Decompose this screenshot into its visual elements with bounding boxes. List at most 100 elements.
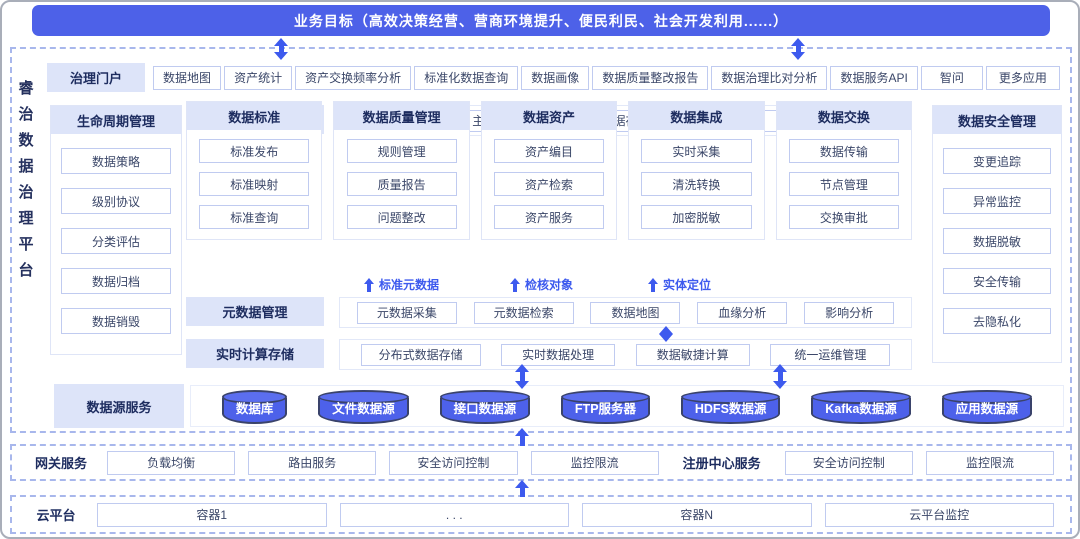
cloud-item: 容器N [582,502,812,527]
datasource-item: 接口数据源 [453,401,517,416]
security-item: 数据脱敏 [943,228,1051,254]
database-icon: 文件数据源 [318,390,409,424]
portal-item: 数据质量整改报告 [592,65,709,90]
security-item: 去隐私化 [943,308,1051,334]
column-label: 数据交换 [776,102,912,130]
database-icon: HDFS数据源 [680,390,781,424]
column-data-asset: 数据资产 资产编目 资产检索 资产服务 [480,101,618,240]
gateway-box: 网关服务 负载均衡 路由服务 安全访问控制 监控限流 注册中心服务 安全访问控制… [10,444,1072,481]
security-card: 数据安全管理 变更追踪 异常监控 数据脱敏 安全传输 去隐私化 [932,105,1062,363]
column-item: 交换审批 [788,205,899,229]
portal-item: 标准化数据查询 [414,65,519,90]
up-arrow-icon [514,428,530,446]
lifecycle-item: 分类评估 [61,228,171,254]
gateway-item: 监控限流 [530,450,659,475]
gateway-label: 网关服务 [34,456,87,471]
column-label: 数据标准 [187,102,322,130]
note-check-object: 检核对象 [510,276,573,293]
portal-item: 资产交换频率分析 [295,65,412,90]
lifecycle-item: 数据归档 [61,268,171,294]
portal-item: 数据画像 [521,65,590,90]
realtime-item: 统一运维管理 [770,343,891,366]
column-item: 节点管理 [788,172,899,196]
column-item: 加密脱敏 [641,205,752,229]
column-item: 资产服务 [493,205,605,229]
column-item: 数据传输 [788,139,899,163]
note-label: 实体定位 [663,278,712,292]
database-icon: 接口数据源 [439,390,531,424]
lifecycle-item: 数据销毁 [61,308,171,334]
datasource-item: Kafka数据源 [825,401,897,416]
gateway-item: 路由服务 [248,450,377,475]
metadata-item: 元数据采集 [356,301,457,324]
realtime-label: 实时计算存储 [186,339,324,368]
portal-row: 数据地图 资产统计 资产交换频率分析 标准化数据查询 数据画像 数据质量整改报告… [149,61,1064,94]
registry-label: 注册中心服务 [682,456,761,471]
registry-item: 监控限流 [925,450,1055,475]
column-data-exchange: 数据交换 数据传输 节点管理 交换审批 [775,101,913,240]
lifecycle-label: 生命周期管理 [51,106,181,134]
column-data-quality: 数据质量管理 规则管理 质量报告 问题整改 [333,101,470,240]
note-label: 检核对象 [525,278,574,292]
column-item: 资产检索 [493,172,605,196]
double-arrow-icon [273,38,289,60]
up-arrow-icon [648,277,658,292]
up-arrow-icon [514,480,530,497]
lifecycle-item: 数据策略 [61,148,171,174]
security-item: 异常监控 [943,188,1051,214]
datasource-item: FTP服务器 [574,401,637,416]
cloud-item: 云平台监控 [824,502,1054,527]
metadata-item: 血缘分析 [697,301,788,324]
column-item: 质量报告 [346,172,457,196]
metadata-item: 元数据检索 [473,301,574,324]
lifecycle-item: 级别协议 [61,188,171,214]
note-label: 标准元数据 [379,278,440,292]
business-goal-banner: 业务目标（高效决策经营、营商环境提升、便民利民、社会开发利用......） [32,5,1050,36]
database-icon: 数据库 [221,390,288,424]
column-item: 规则管理 [346,139,457,163]
portal-item: 更多应用 [985,65,1060,90]
security-item: 变更追踪 [943,148,1051,174]
datasource-label: 数据源服务 [54,384,184,428]
column-label: 数据集成 [629,102,764,130]
datasource-item: HDFS数据源 [694,401,767,416]
security-label: 数据安全管理 [933,106,1061,134]
datasource-item: 文件数据源 [332,401,395,416]
database-icon: Kafka数据源 [811,390,911,424]
cloud-box: 云平台 容器1 . . . 容器N 云平台监控 [10,495,1072,534]
database-icon: 应用数据源 [941,390,1033,424]
portal-item: 智问 [920,65,983,90]
portal-item: 数据地图 [153,65,222,90]
up-arrow-icon [364,277,374,292]
column-data-integration: 数据集成 实时采集 清洗转换 加密脱敏 [628,101,765,240]
portal-item: 数据服务API [830,65,918,90]
column-label: 数据资产 [481,102,617,130]
gateway-item: 安全访问控制 [389,450,518,475]
column-item: 标准查询 [199,205,310,229]
column-label: 数据质量管理 [334,102,469,130]
metadata-row: 元数据采集 元数据检索 数据地图 血缘分析 影响分析 [339,297,912,328]
column-item: 标准映射 [199,172,310,196]
datasource-item: 应用数据源 [955,401,1019,416]
datasource-item: 数据库 [235,401,274,416]
note-entity-locate: 实体定位 [648,276,711,293]
metadata-item: 数据地图 [590,301,681,324]
registry-item: 安全访问控制 [784,450,913,475]
double-arrow-icon [790,38,806,60]
cloud-label: 云平台 [36,508,76,523]
cloud-item: 容器1 [97,502,327,527]
double-arrow-icon [514,364,530,389]
metadata-item: 影响分析 [804,301,895,324]
realtime-row: 分布式数据存储 实时数据处理 数据敏捷计算 统一运维管理 [339,339,912,370]
realtime-item: 数据敏捷计算 [635,343,750,366]
column-item: 资产编目 [493,139,605,163]
portal-item: 数据治理比对分析 [711,65,828,90]
module-columns: 数据标准 标准发布 标准映射 标准查询 数据质量管理 规则管理 质量报告 问题整… [186,101,913,240]
double-arrow-icon [772,364,788,389]
column-item: 清洗转换 [641,172,752,196]
gateway-item: 负载均衡 [107,450,236,475]
lifecycle-card: 生命周期管理 数据策略 级别协议 分类评估 数据归档 数据销毁 [50,105,182,355]
datasource-row: 数据库 文件数据源 接口数据源 FTP服务器 HDFS数据源 Kafka数据源 … [190,385,1064,427]
portal-label: 治理门户 [47,63,145,92]
